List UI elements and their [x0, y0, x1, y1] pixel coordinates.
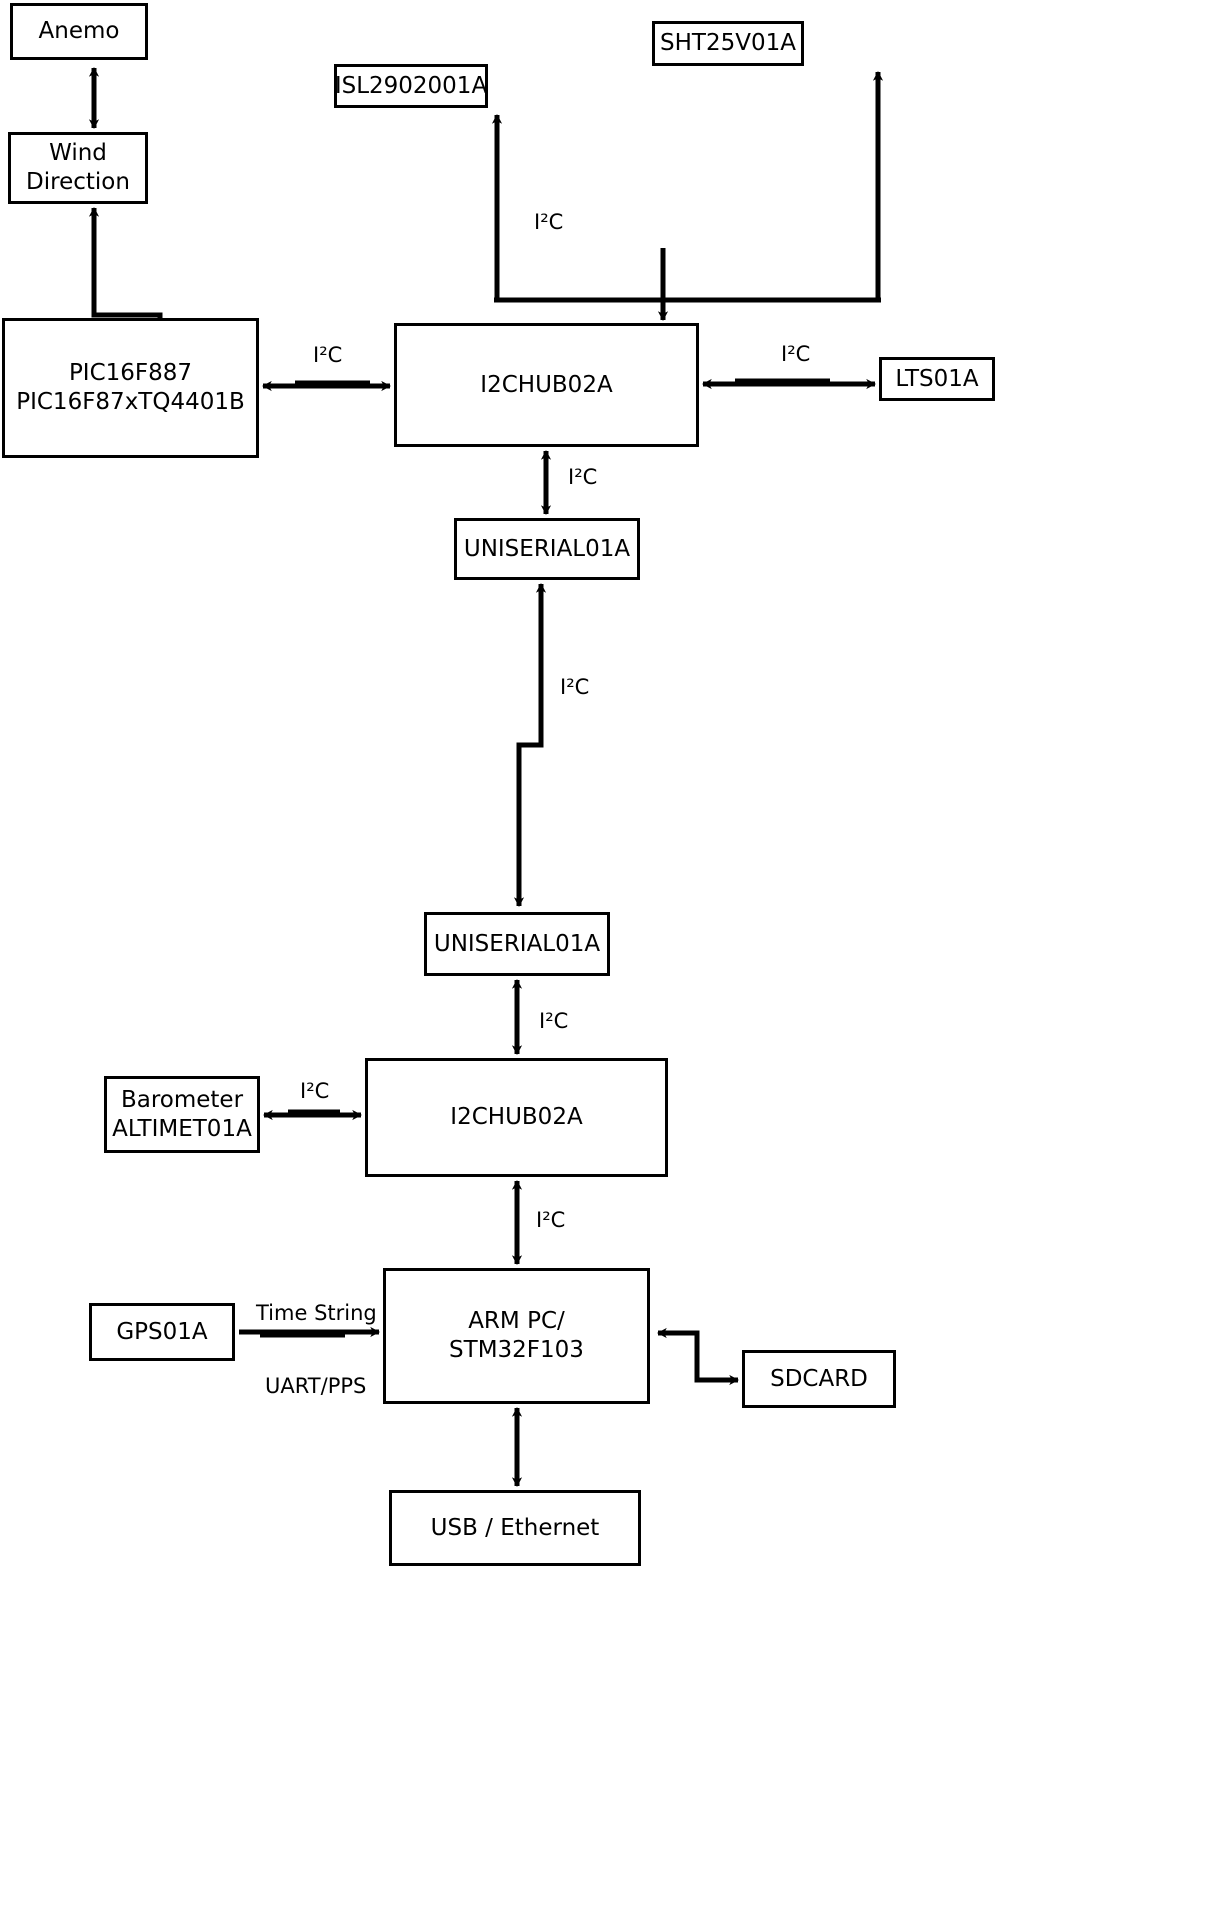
node-lts01a[interactable]: LTS01A — [879, 357, 995, 401]
edge-label-time-string: Time String — [256, 1301, 377, 1325]
node-anemo[interactable]: Anemo — [10, 3, 148, 60]
node-uniserial01a-upper[interactable]: UNISERIAL01A — [454, 518, 640, 580]
node-barometer-altimet01a[interactable]: Barometer ALTIMET01A — [104, 1076, 260, 1153]
edge-label-i2c-bus-top: I²C — [534, 210, 564, 234]
edge-label-i2c-uniserial-lower-hub: I²C — [539, 1009, 569, 1033]
node-arm-pc-stm32f103[interactable]: ARM PC/ STM32F103 — [383, 1268, 650, 1404]
node-pic-microcontroller[interactable]: PIC16F887 PIC16F87xTQ4401B — [2, 318, 259, 458]
node-i2chub02a-bottom[interactable]: I2CHUB02A — [365, 1058, 668, 1177]
connector-armpc-sdcard — [657, 1327, 740, 1386]
edge-label-i2c-hub-armpc: I²C — [536, 1208, 566, 1232]
node-uniserial01a-lower[interactable]: UNISERIAL01A — [424, 912, 610, 976]
edge-label-i2c-uniserial-link: I²C — [560, 675, 590, 699]
node-usb-ethernet[interactable]: USB / Ethernet — [389, 1490, 641, 1566]
edge-label-uart-pps: UART/PPS — [265, 1374, 367, 1398]
node-wind-direction[interactable]: Wind Direction — [8, 132, 148, 204]
node-sht25v01a[interactable]: SHT25V01A — [652, 21, 804, 66]
node-gps01a[interactable]: GPS01A — [89, 1303, 235, 1361]
node-isl2902001a[interactable]: ISL2902001A — [334, 64, 488, 108]
node-i2chub02a-top[interactable]: I2CHUB02A — [394, 323, 699, 447]
node-sdcard[interactable]: SDCARD — [742, 1350, 896, 1408]
edge-label-i2c-barometer-hub: I²C — [300, 1079, 330, 1103]
edge-label-i2c-pic-hub: I²C — [313, 343, 343, 367]
connector-uniserial-link — [513, 583, 547, 908]
edge-label-i2c-hub-lts: I²C — [781, 342, 811, 366]
edge-label-i2c-hub-uniserial-upper: I²C — [568, 465, 598, 489]
